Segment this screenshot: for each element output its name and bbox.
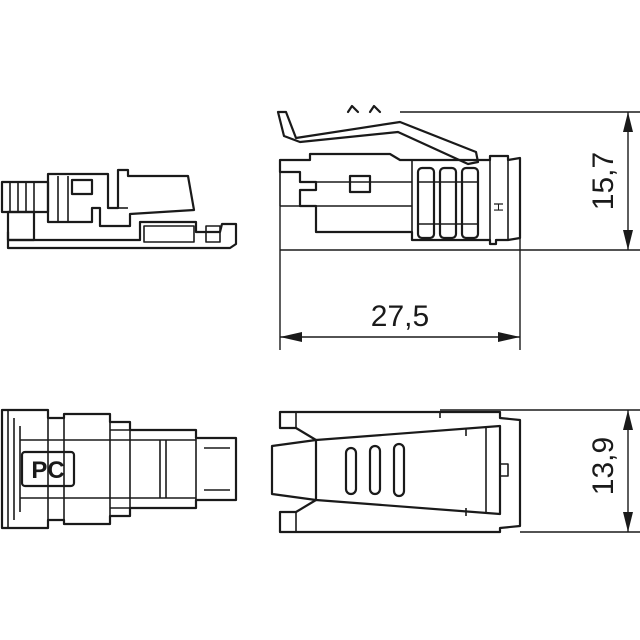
height-dimension-label: 15,7 [587, 152, 620, 210]
top-view-small: PC [0, 408, 238, 530]
length-dimension: 27,5 [279, 206, 521, 350]
side-view-small [0, 168, 238, 250]
pc-brand-marking: PC [31, 457, 64, 484]
width-dimension: 13,9 [440, 409, 640, 533]
height-dimension: 15,7 [400, 111, 640, 251]
length-dimension-label: 27,5 [371, 300, 429, 333]
width-dimension-label: 13,9 [587, 437, 620, 495]
side-letter-marking: H [491, 202, 506, 211]
top-view-dimensioned [270, 410, 522, 534]
side-view-dimensioned: H [276, 104, 522, 246]
